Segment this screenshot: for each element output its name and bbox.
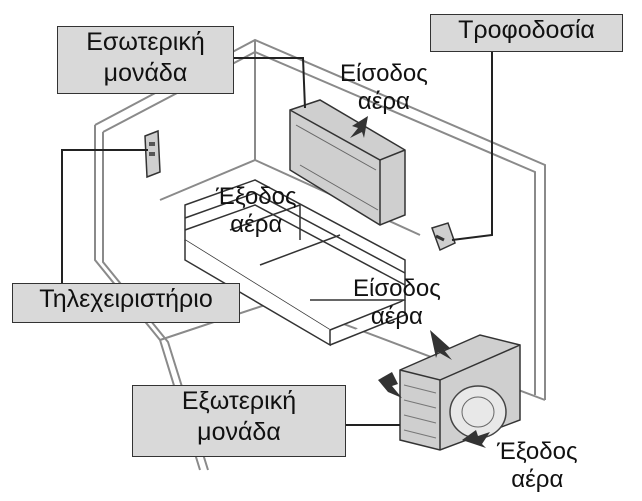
air-arrow-icon (350, 116, 368, 138)
power-supply-label: Τροφοδοσία (430, 14, 623, 52)
remote-control-icon (144, 129, 161, 179)
indoor-air-inlet-label: Είσοδος αέρα (340, 60, 428, 115)
indoor-unit-label-line1: Εσωτερική (86, 28, 205, 56)
leader-lines (61, 52, 493, 426)
air-arrow-icon (378, 330, 490, 448)
sofa-icon (184, 179, 406, 347)
power-outlet-icon (431, 222, 456, 252)
outdoor-unit-label-line2: μονάδα (197, 418, 281, 446)
outdoor-unit-icon (399, 334, 521, 451)
indoor-air-outlet-label: Έξοδος αέρα (216, 183, 297, 238)
indoor-unit-label: Εσωτερική μονάδα (57, 26, 234, 94)
outdoor-air-inlet-label: Είσοδος αέρα (353, 275, 441, 330)
remote-control-label: Τηλεχειριστήριο (12, 283, 240, 323)
indoor-unit-label-line2: μονάδα (103, 59, 188, 87)
outdoor-unit-label: Εξωτερική μονάδα (132, 385, 346, 457)
outdoor-unit-label-line1: Εξωτερική (181, 387, 297, 415)
outdoor-air-outlet-label: Έξοδος αέρα (497, 438, 578, 493)
indoor-unit-icon (289, 99, 406, 226)
